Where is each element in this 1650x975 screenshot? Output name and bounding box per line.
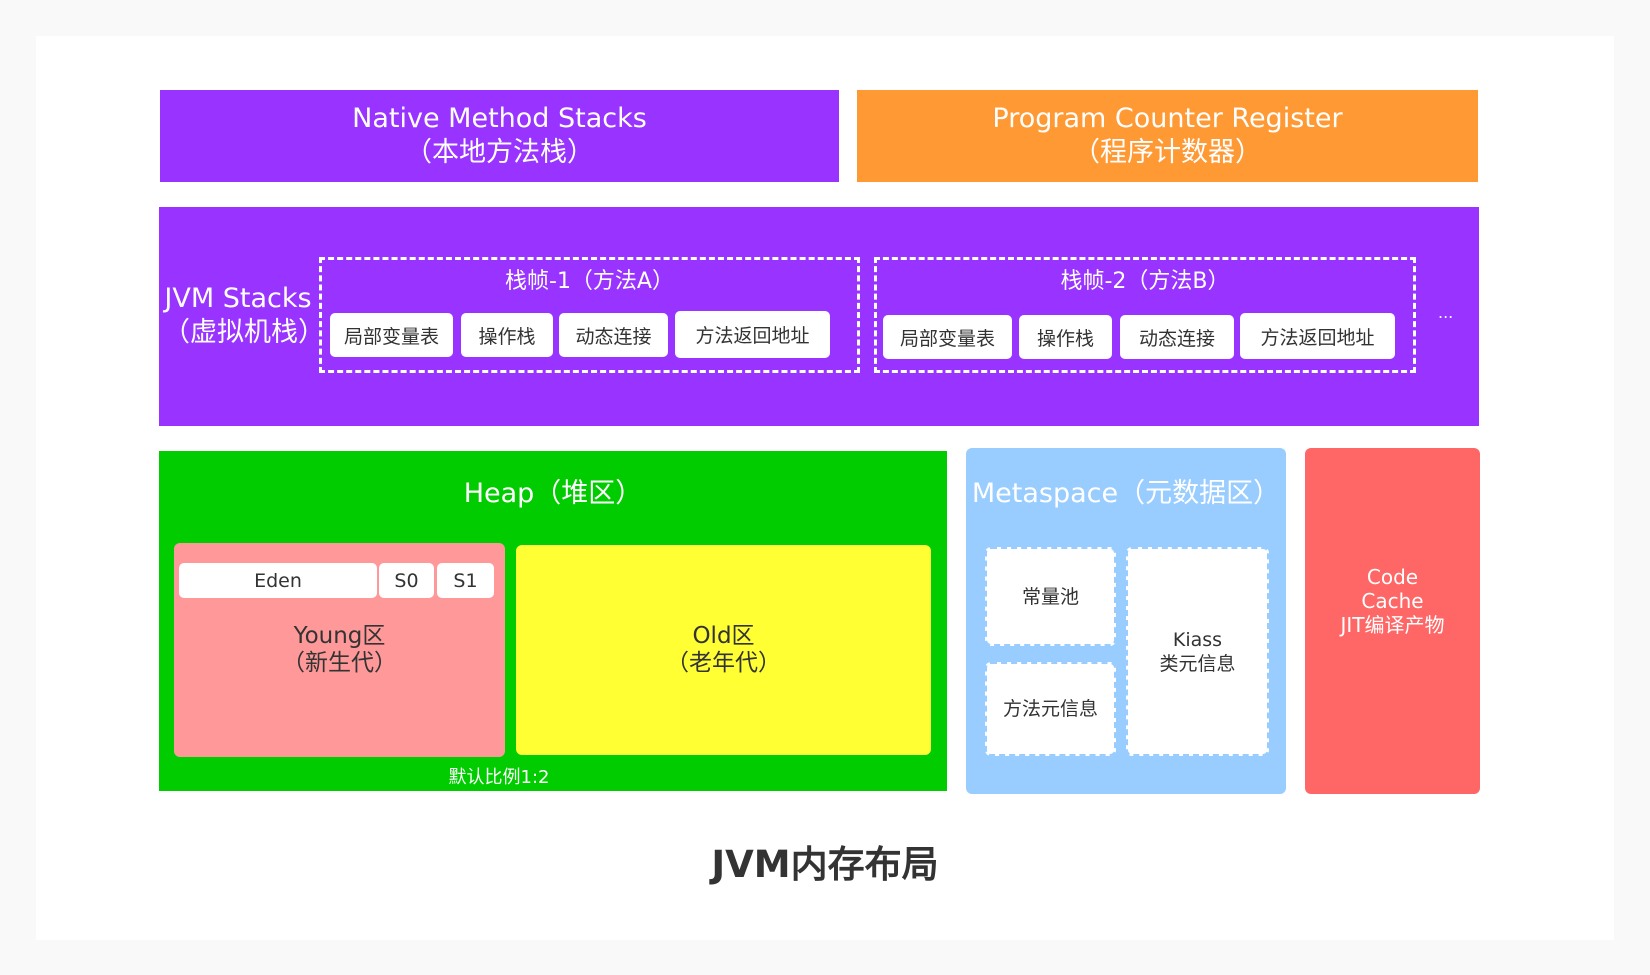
code-cache: Code Cache JIT编译产物 <box>1305 448 1480 794</box>
stack-frame-title: 栈帧-1（方法A） <box>505 269 674 294</box>
stack-frame-title: 栈帧-2（方法B） <box>1060 269 1230 294</box>
old-subtitle: （老年代） <box>666 650 781 676</box>
constant-pool-label: 常量池 <box>1021 585 1079 608</box>
survivor-s1: S1 <box>437 563 494 598</box>
metaspace-title: Metaspace（元数据区） <box>971 478 1281 509</box>
young-subtitle: （新生代） <box>282 650 397 676</box>
klass-title: Kiass <box>1172 628 1223 651</box>
old-title: Old区 <box>692 623 755 649</box>
klass-subtitle: 类元信息 <box>1159 652 1236 675</box>
frame-item-return-address: 方法返回地址 <box>675 311 830 358</box>
program-counter-register: Program Counter Register （程序计数器） <box>857 90 1478 182</box>
frame-item-local-vars: 局部变量表 <box>330 313 453 357</box>
heap: Heap（堆区） Eden S0 S1 Young区 （新生代） Old区 （老… <box>159 451 947 791</box>
diagram-title: JVM内存布局 <box>711 843 939 886</box>
heap-title: Heap（堆区） <box>463 478 643 509</box>
jvm-stacks-label: JVM Stacks （虚拟机栈） <box>163 282 325 350</box>
stack-frame-1: 栈帧-1（方法A） 局部变量表 操作栈 动态连接 方法返回地址 <box>319 257 860 373</box>
native-title: Native Method Stacks <box>352 103 647 134</box>
young-title: Young区 <box>293 623 386 649</box>
metaspace: Metaspace（元数据区） 常量池 方法元信息 Kiass 类元信息 <box>966 448 1286 794</box>
pc-subtitle: （程序计数器） <box>1073 137 1262 168</box>
generation-ratio: 默认比例1:2 <box>448 767 550 788</box>
eden-space: Eden <box>179 563 377 598</box>
native-subtitle: （本地方法栈） <box>405 137 594 168</box>
frame-item-return-address: 方法返回地址 <box>1240 313 1395 359</box>
survivor-s0: S0 <box>379 563 434 598</box>
pc-title: Program Counter Register <box>992 103 1343 134</box>
young-generation: Eden S0 S1 Young区 （新生代） <box>174 543 505 757</box>
stack-frame-2: 栈帧-2（方法B） 局部变量表 操作栈 动态连接 方法返回地址 <box>874 257 1416 373</box>
frame-item-operand-stack: 操作栈 <box>1019 315 1112 359</box>
constant-pool: 常量池 <box>985 547 1116 646</box>
more-frames-ellipsis: ... <box>1438 303 1454 322</box>
frame-item-local-vars: 局部变量表 <box>883 315 1012 359</box>
code-cache-line1: Code <box>1366 565 1419 589</box>
native-method-stacks: Native Method Stacks （本地方法栈） <box>160 90 839 182</box>
method-metadata-label: 方法元信息 <box>1002 698 1098 720</box>
frame-item-dynamic-link: 动态连接 <box>1120 315 1234 359</box>
jvm-stacks-subtitle: （虚拟机栈） <box>163 317 325 348</box>
frame-item-operand-stack: 操作栈 <box>461 313 553 357</box>
method-metadata: 方法元信息 <box>985 662 1116 756</box>
frame-item-dynamic-link: 动态连接 <box>559 313 668 357</box>
klass-metadata: Kiass 类元信息 <box>1126 547 1269 756</box>
old-generation: Old区 （老年代） <box>516 545 931 755</box>
jvm-stacks: JVM Stacks （虚拟机栈） 栈帧-1（方法A） 局部变量表 操作栈 动态… <box>159 207 1479 426</box>
code-cache-line2: Cache <box>1361 589 1424 613</box>
code-cache-line3: JIT编译产物 <box>1340 613 1445 637</box>
jvm-stacks-title: JVM Stacks <box>164 283 312 314</box>
